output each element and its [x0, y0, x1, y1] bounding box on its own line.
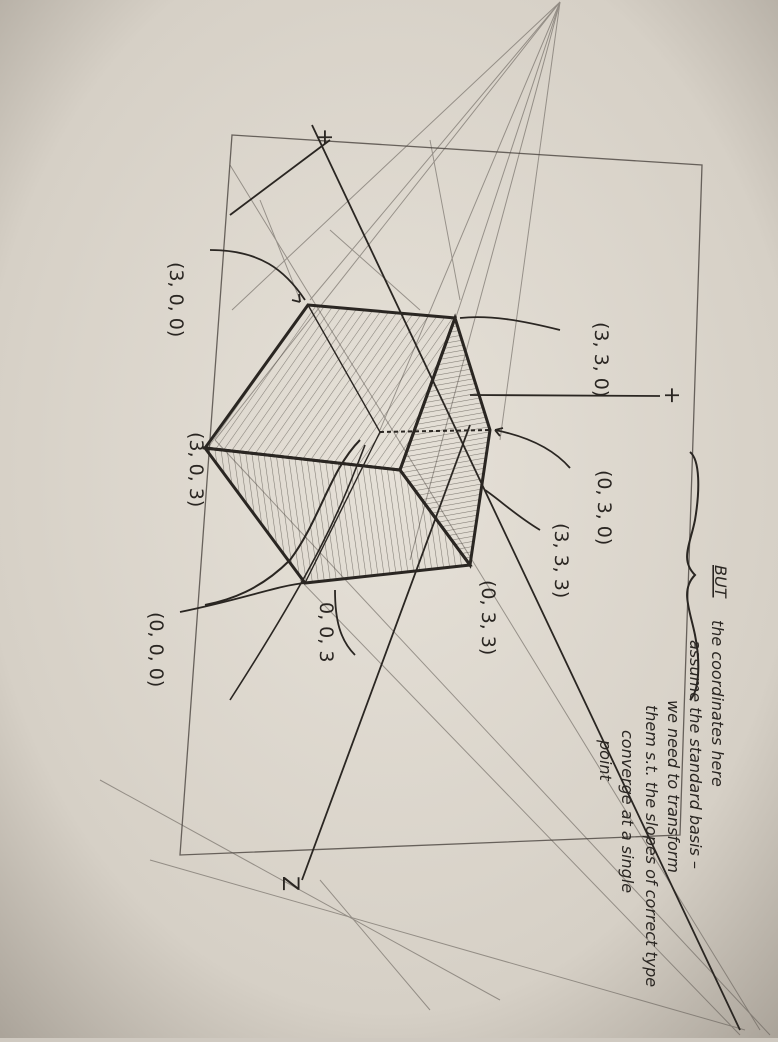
- cube-right-face: [398, 313, 492, 569]
- arrow-333: [484, 489, 541, 531]
- vertex-label-333: (3, 3, 3): [550, 523, 572, 598]
- y-axis-line: [469, 394, 661, 397]
- note-line-2: assume the standard basis –: [686, 640, 705, 869]
- vertex-label-300: (3, 0, 0): [165, 262, 187, 337]
- z-axis-label: Z: [277, 876, 302, 891]
- vertex-label-033: (0, 3, 3): [477, 580, 499, 655]
- vertex-label-303: (3, 0, 3): [185, 432, 207, 507]
- picture-plane-frame: [179, 134, 703, 856]
- vertex-label-000: (0, 0, 0): [145, 612, 167, 687]
- cube-drawing: [201, 303, 492, 701]
- vertex-label-330: (3, 3, 0): [590, 322, 612, 397]
- x-axis-label: +: [312, 128, 337, 146]
- note-line-3: we need to transform: [664, 700, 683, 873]
- note-heading: BUT: [711, 565, 730, 599]
- handwritten-note: BUT the coordinates here assume the stan…: [596, 565, 730, 987]
- arrow-300: [209, 249, 306, 301]
- note-line-1: the coordinates here: [708, 620, 727, 787]
- x-axis-line: [311, 124, 741, 1031]
- arrow-000: [179, 582, 306, 613]
- arrow-330: [459, 316, 561, 331]
- vertex-label-030: (0, 3, 0): [593, 470, 615, 545]
- note-line-4: them s.t. the slopes of correct type: [642, 705, 661, 987]
- label-pointers: [179, 249, 571, 656]
- note-line-5: converge at a single: [618, 730, 637, 893]
- note-line-6: point: [596, 739, 615, 782]
- arrow-003: [334, 589, 356, 656]
- y-axis-label: +: [659, 386, 684, 404]
- vertex-label-003: 0, 0, 3: [315, 602, 337, 662]
- vertex-labels: (3, 0, 0) (3, 3, 0) (3, 0, 3) (0, 3, 0) …: [145, 262, 615, 687]
- curly-brace: [686, 451, 700, 701]
- arrow-030: [494, 429, 571, 469]
